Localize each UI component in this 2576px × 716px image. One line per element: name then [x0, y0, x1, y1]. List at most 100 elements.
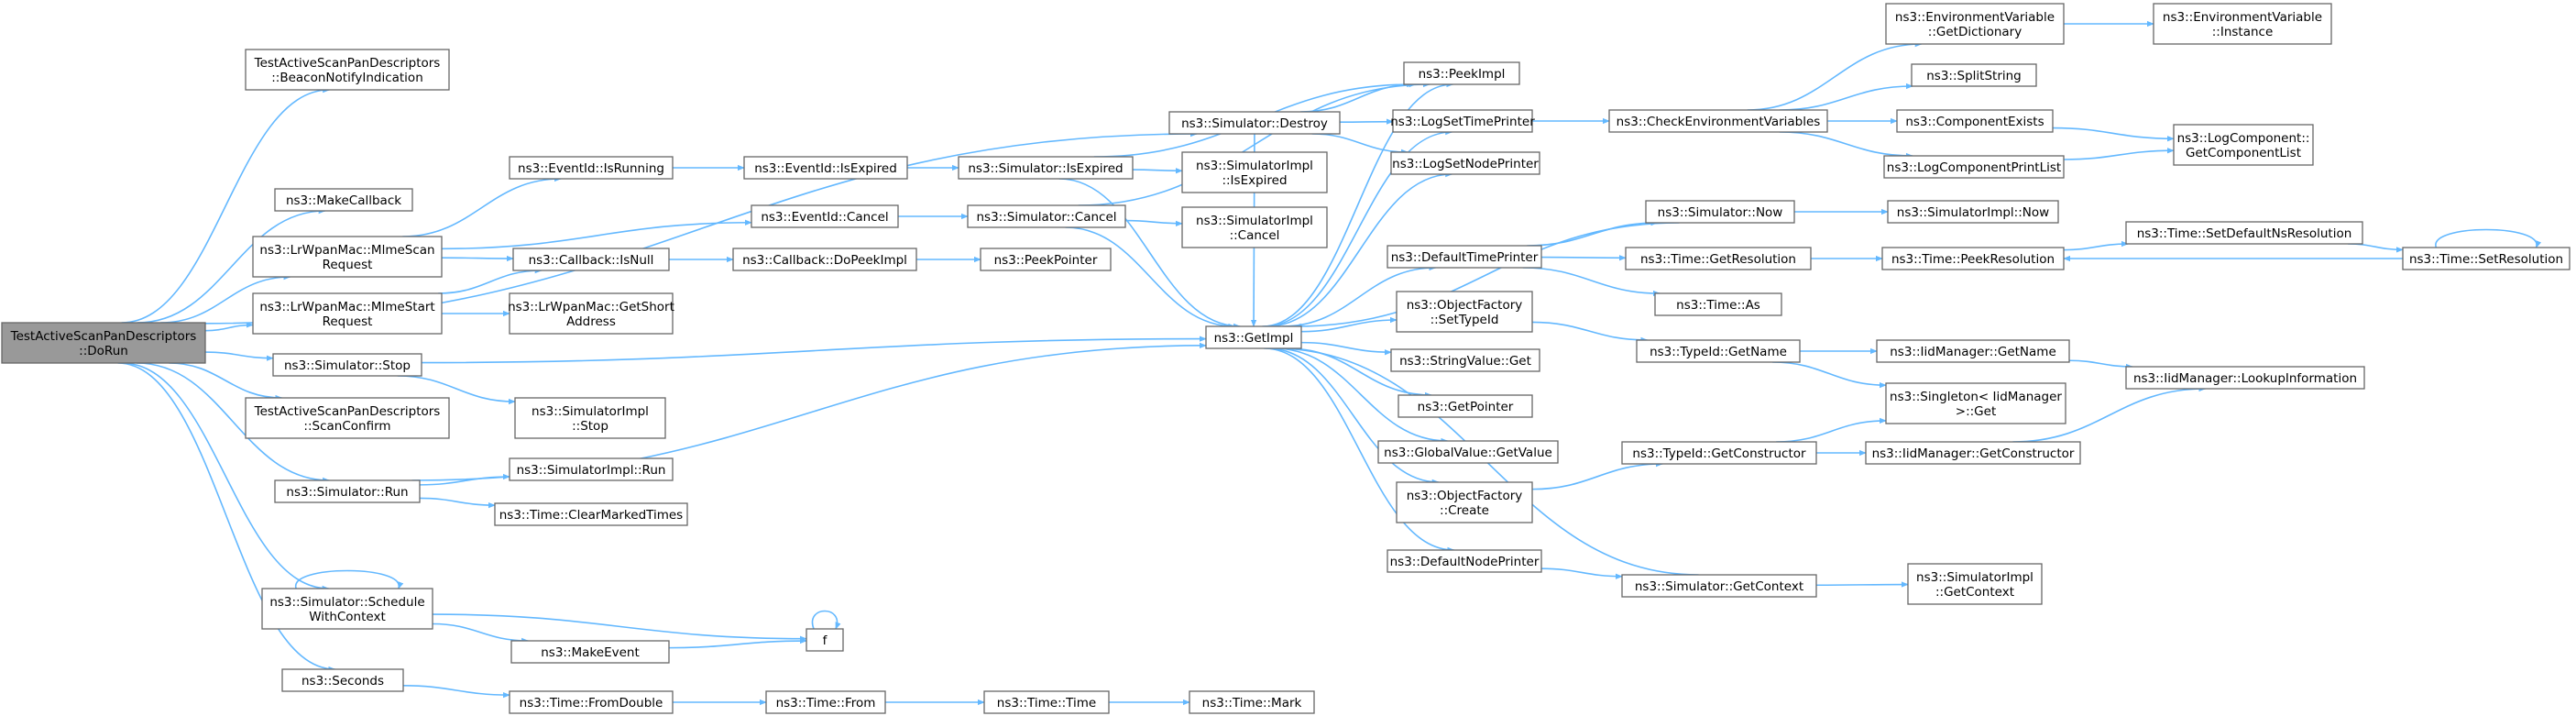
node-timefrom[interactable]: ns3::Time::From: [765, 690, 886, 714]
node-implisexpired[interactable]: ns3::SimulatorImpl::IsExpired: [1181, 151, 1328, 193]
node-implcancel[interactable]: ns3::SimulatorImpl::Cancel: [1181, 206, 1328, 248]
node-label: Request: [323, 314, 373, 329]
node-timetime[interactable]: ns3::Time::Time: [983, 690, 1110, 714]
node-typegetname[interactable]: ns3::TypeId::GetName: [1636, 339, 1801, 363]
edge-typegetname-to-singleton: [1772, 361, 1887, 389]
edge-mlmescan-to-eventcancel: [441, 219, 752, 250]
edge-root-to-mlmescan: [160, 273, 291, 324]
node-box: [509, 690, 674, 714]
edge-simisexpired-to-implisexpired: [1132, 168, 1183, 174]
edge-root-to-makecallback: [137, 207, 326, 324]
node-label: ns3::PeekPointer: [994, 253, 1098, 268]
node-setres[interactable]: ns3::Time::SetResolution: [2402, 247, 2571, 270]
node-isrunning[interactable]: ns3::EventId::IsRunning: [509, 156, 674, 180]
node-getres[interactable]: ns3::Time::GetResolution: [1625, 247, 1812, 270]
node-singleton[interactable]: ns3::Singleton< IidManager >::Get: [1885, 382, 2066, 424]
node-envinstance[interactable]: ns3::EnvironmentVariable::Instance: [2153, 3, 2332, 45]
edge-getimpl-to-globalget: [1274, 347, 1449, 445]
node-isexpired[interactable]: ns3::EventId::IsExpired: [743, 156, 908, 180]
edge-simrun-to-clearmarked: [419, 497, 496, 509]
node-peekres[interactable]: ns3::Time::PeekResolution: [1881, 247, 2065, 270]
node-label: GetComponentList: [2186, 146, 2301, 160]
node-simgetctx[interactable]: ns3::Simulator::GetContext: [1621, 574, 1817, 598]
node-box: [509, 292, 674, 335]
node-implgetctx[interactable]: ns3::SimulatorImpl::GetContext: [1907, 563, 2043, 605]
node-box: [245, 49, 450, 91]
node-root[interactable]: TestActiveScanPanDescriptors::DoRun: [1, 322, 206, 364]
node-simrun[interactable]: ns3::Simulator::Run: [274, 479, 421, 503]
edge-root-to-schedulectx: [122, 362, 330, 592]
node-label: ::ScanConfirm: [303, 419, 390, 434]
node-getpointer[interactable]: ns3::GetPointer: [1398, 394, 1533, 418]
node-simnow[interactable]: ns3::Simulator::Now: [1645, 200, 1795, 224]
node-implstop[interactable]: ns3::SimulatorImpl::Stop: [514, 397, 666, 439]
node-label: TestActiveScanPanDescriptors: [254, 56, 441, 71]
node-makeevent[interactable]: ns3::MakeEvent: [510, 640, 670, 664]
node-logsettime[interactable]: ns3::LogSetTimePrinter: [1390, 109, 1535, 133]
node-isnull[interactable]: ns3::Callback::IsNull: [512, 248, 670, 271]
node-stringget[interactable]: ns3::StringValue::Get: [1390, 348, 1540, 372]
node-simdestroy[interactable]: ns3::Simulator::Destroy: [1168, 111, 1341, 135]
node-label: ns3::Time::FromDouble: [520, 696, 663, 710]
node-iidgetname[interactable]: ns3::IidManager::GetName: [1876, 339, 2070, 363]
node-box: [1865, 441, 2081, 465]
node-timemark[interactable]: ns3::Time::Mark: [1189, 690, 1315, 714]
edge-logcompprint-to-logcompget: [2063, 148, 2175, 160]
node-logcompprint[interactable]: ns3::LogComponentPrintList: [1883, 155, 2065, 179]
node-peekpointer[interactable]: ns3::PeekPointer: [980, 248, 1112, 271]
node-label: ns3::EnvironmentVariable: [2163, 10, 2322, 25]
node-getimpl[interactable]: ns3::GetImpl: [1205, 325, 1302, 349]
edge-setdefaultns-to-setres: [2348, 243, 2404, 253]
node-box: [958, 156, 1134, 180]
edge-getimpl-to-logsetnode: [1266, 171, 1453, 327]
node-fromdouble[interactable]: ns3::Time::FromDouble: [509, 690, 674, 714]
node-box: [1625, 247, 1812, 270]
node-label: ns3::PeekImpl: [1419, 67, 1506, 82]
node-ofcreate[interactable]: ns3::ObjectFactory::Create: [1396, 481, 1533, 523]
node-eventcancel[interactable]: ns3::EventId::Cancel: [751, 204, 899, 228]
node-logcompget[interactable]: ns3::LogComponent::GetComponentList: [2173, 124, 2314, 166]
node-box: [509, 156, 674, 180]
node-simisexpired[interactable]: ns3::Simulator::IsExpired: [958, 156, 1134, 180]
node-box: [2153, 3, 2332, 45]
node-box: [732, 248, 917, 271]
node-timeas[interactable]: ns3::Time::As: [1654, 292, 1782, 316]
node-clearmarked[interactable]: ns3::Time::ClearMarkedTimes: [494, 502, 688, 526]
node-f[interactable]: f: [806, 628, 844, 652]
node-box: [1396, 481, 1533, 523]
node-logsetnode[interactable]: ns3::LogSetNodePrinter: [1390, 151, 1540, 175]
node-implnow[interactable]: ns3::SimulatorImpl::Now: [1887, 200, 2059, 224]
node-envgetdict[interactable]: ns3::EnvironmentVariable::GetDictionary: [1885, 3, 2065, 45]
edge-simgetctx-to-implgetctx: [1815, 581, 1909, 588]
node-label: ns3::LogSetTimePrinter: [1390, 115, 1535, 129]
node-compexists[interactable]: ns3::ComponentExists: [1896, 109, 2054, 133]
node-label: ns3::GetPointer: [1418, 400, 1514, 414]
node-checkenv[interactable]: ns3::CheckEnvironmentVariables: [1608, 109, 1828, 133]
node-beacon[interactable]: TestActiveScanPanDescriptors::BeaconNoti…: [245, 49, 450, 91]
node-settypeid[interactable]: ns3::ObjectFactory::SetTypeId: [1396, 291, 1533, 333]
node-defaulttime[interactable]: ns3::DefaultTimePrinter: [1387, 245, 1542, 269]
node-dopeekimpl[interactable]: ns3::Callback::DoPeekImpl: [732, 248, 917, 271]
node-iidlookup[interactable]: ns3::IidManager::LookupInformation: [2125, 366, 2365, 390]
node-iidgetctor[interactable]: ns3::IidManager::GetConstructor: [1865, 441, 2081, 465]
node-scanconfirm[interactable]: TestActiveScanPanDescriptors::ScanConfir…: [245, 397, 450, 439]
node-box: [1608, 109, 1828, 133]
node-seconds[interactable]: ns3::Seconds: [281, 668, 404, 692]
node-splitstring[interactable]: ns3::SplitString: [1911, 63, 2037, 87]
node-box: [983, 690, 1110, 714]
node-implrun[interactable]: ns3::SimulatorImpl::Run: [509, 457, 674, 481]
node-typegetctor[interactable]: ns3::TypeId::GetConstructor: [1621, 441, 1817, 465]
node-peekimpl[interactable]: ns3::PeekImpl: [1403, 61, 1520, 85]
node-label: ns3::Time::GetResolution: [1640, 252, 1796, 267]
node-label: ns3::GetImpl: [1214, 331, 1294, 346]
node-defaultnode[interactable]: ns3::DefaultNodePrinter: [1387, 549, 1542, 573]
node-simstop[interactable]: ns3::Simulator::Stop: [272, 353, 422, 377]
node-makecallback[interactable]: ns3::MakeCallback: [274, 188, 413, 212]
node-simcancel[interactable]: ns3::Simulator::Cancel: [967, 204, 1126, 228]
node-globalget[interactable]: ns3::GlobalValue::GetValue: [1377, 440, 1559, 464]
node-setdefaultns[interactable]: ns3::Time::SetDefaultNsResolution: [2125, 221, 2363, 245]
